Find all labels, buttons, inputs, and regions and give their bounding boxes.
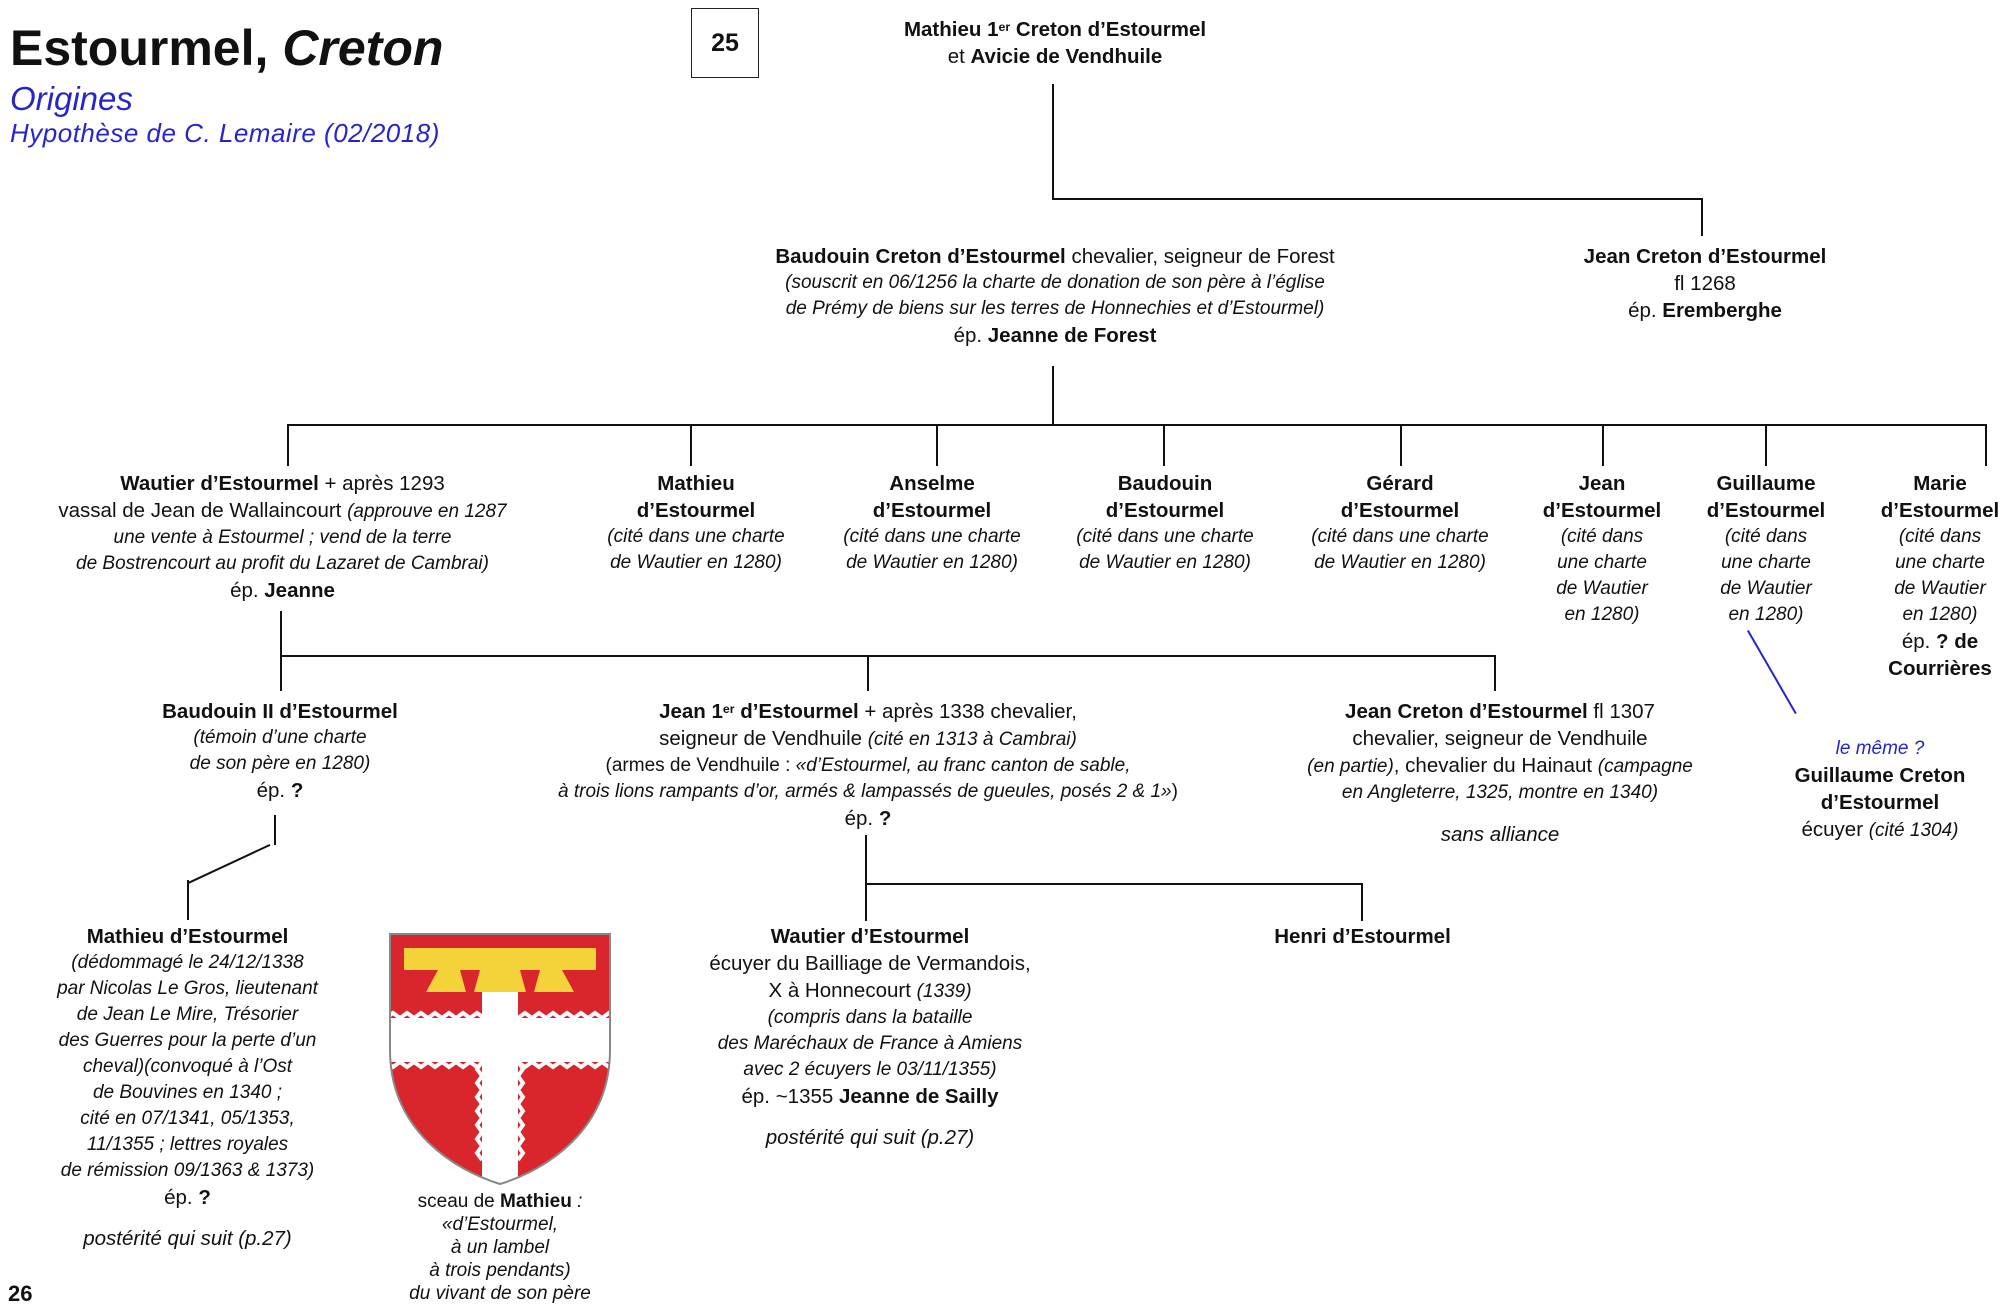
page-title: Estourmel, Creton bbox=[10, 20, 444, 76]
person-baudouin-creton: Baudouin Creton d’Estourmel chevalier, s… bbox=[775, 245, 1335, 347]
coat-of-arms-seal bbox=[389, 933, 611, 1186]
person-baudouin-ii: Baudouin II d’Estourmel (témoin d’une ch… bbox=[162, 700, 398, 802]
subtitle-origins: Origines bbox=[10, 80, 133, 117]
person-mathieu-gen4: Mathieu d’Estourmel (dédommagé le 24/12/… bbox=[57, 925, 318, 1250]
seal-caption: sceau de Mathieu : «d’Estourmel, à un la… bbox=[409, 1191, 591, 1304]
person-jean-creton-1268: Jean Creton d’Estourmel fl 1268 ép. Erem… bbox=[1583, 245, 1827, 322]
person-jean-1er: Jean 1er d’Estourmel + après 1338 cheval… bbox=[558, 700, 1178, 830]
subtitle-hypothesis: Hypothèse de C. Lemaire (02/2018) bbox=[10, 118, 440, 148]
page-number-box: 25 bbox=[691, 8, 759, 78]
person-wautier: Wautier d’Estourmel + après 1293 vassal … bbox=[58, 472, 507, 602]
person-guillaume-creton: le même ? Guillaume Creton d’Estourmel é… bbox=[1750, 736, 2010, 844]
person-jean-creton-1307: Jean Creton d’Estourmel fl 1307 chevalie… bbox=[1307, 700, 1693, 846]
same-person-note: le même ? bbox=[1835, 738, 1925, 759]
person-henri: Henri d’Estourmel bbox=[1274, 925, 1451, 948]
footer-page-number: 26 bbox=[8, 1281, 33, 1306]
root-couple: Mathieu 1er Creton d’Estourmel et Avicie… bbox=[903, 18, 1207, 68]
person-wautier-gen5: Wautier d’Estourmel écuyer du Bailliage … bbox=[709, 925, 1031, 1149]
